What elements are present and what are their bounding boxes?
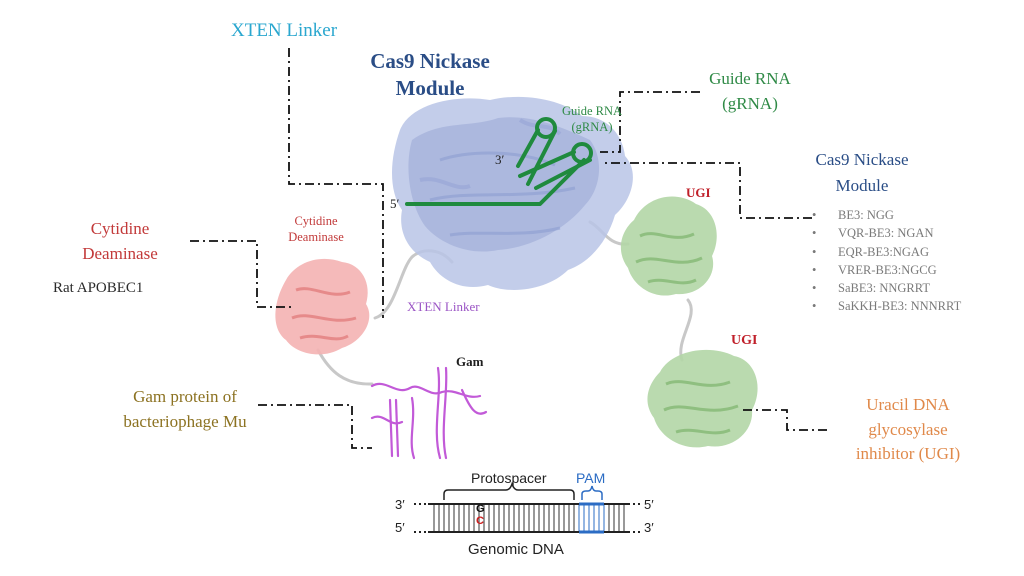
variant-item: • SaKKH-BE3: NNNRRT <box>812 297 961 315</box>
bullet-icon: • <box>812 244 817 259</box>
ugi-label-bottom: UGI <box>731 333 758 348</box>
gam-protein <box>370 366 488 460</box>
dna-top-right-end: 5′ <box>644 497 654 512</box>
cytidine-deaminase-label: Cytidine Deaminase <box>82 219 158 263</box>
gam-protein-label: Gam protein of bacteriophage Mu <box>123 387 247 431</box>
cas9-nickase-title: Cas9 Nickase Module <box>370 49 490 101</box>
protospacer-brace <box>443 481 575 500</box>
guide-rna-strand <box>405 117 593 206</box>
variant-item: • VQR-BE3: NGAN <box>812 224 961 242</box>
variant-text: VRER-BE3:NGCG <box>838 262 937 277</box>
leader-cas9-right <box>604 162 812 219</box>
variant-text: VQR-BE3: NGAN <box>838 226 934 241</box>
variant-item: • BE3: NGG <box>812 206 961 224</box>
leader-udg <box>740 409 827 431</box>
bullet-icon: • <box>812 281 817 296</box>
variant-text: BE3: NGG <box>838 208 894 222</box>
bullet-icon: • <box>812 226 817 241</box>
variant-text: EQR-BE3:NGAG <box>838 244 929 259</box>
dna-bottom-left-end: 5′ <box>395 520 405 535</box>
guide-rna-inline-label: Guide RNA (gRNA) <box>561 104 623 134</box>
variant-item: • SaBE3: NNGRRT <box>812 279 961 297</box>
uracil-dna-glycosylase-inhibitor-label: Uracil DNA glycosylase inhibitor (UGI) <box>855 395 961 464</box>
rat-apobec1-label: Rat APOBEC1 <box>53 280 144 296</box>
genomic-dna-label: Genomic DNA <box>468 541 564 558</box>
leader-cytidine <box>190 240 292 308</box>
bullet-icon: • <box>812 262 817 277</box>
grna-5prime-label: 5′ <box>390 196 400 211</box>
variant-item: • VRER-BE3:NGCG <box>812 261 961 279</box>
cytidine-deaminase-protein <box>275 258 370 355</box>
bullet-icon: • <box>812 208 817 222</box>
dna-base-pairs <box>433 505 625 531</box>
pam-brace <box>581 485 603 500</box>
ugi-protein-top <box>620 196 717 296</box>
target-base-c: C <box>476 515 484 527</box>
base-editor-variant-list: • BE3: NGG • VQR-BE3: NGAN • EQR-BE3:NGAG • VRE… <box>812 206 961 316</box>
leader-gam <box>258 404 372 449</box>
grna-3prime-label: 3′ <box>495 152 505 167</box>
target-base-g: G <box>476 503 485 515</box>
guide-rna-label: Guide RNA (gRNA) <box>709 69 791 113</box>
leader-lines <box>190 48 827 449</box>
variant-text: SaBE3: NNGRRT <box>838 281 930 296</box>
protospacer-label: Protospacer <box>471 470 547 486</box>
xten-linker-inline-label: XTEN Linker <box>407 299 480 314</box>
ugi-protein-bottom <box>647 349 758 448</box>
variant-item: • EQR-BE3:NGAG <box>812 243 961 261</box>
leader-guide-rna <box>600 91 700 153</box>
gam-inline-label: Gam <box>456 354 484 369</box>
pam-label: PAM <box>576 470 606 486</box>
ugi-label-top: UGI <box>686 185 711 200</box>
variant-text: SaKKH-BE3: NNNRRT <box>838 299 962 314</box>
cas9-protein <box>392 96 633 290</box>
cas9-nickase-module-label: Cas9 Nickase Module <box>815 150 909 195</box>
dna-top-left-end: 3′ <box>395 497 405 512</box>
cytidine-deaminase-inline-label: Cytidine Deaminase <box>288 214 344 245</box>
xten-linker-label-top: XTEN Linker <box>231 20 338 41</box>
dna-bottom-right-end: 3′ <box>644 520 654 535</box>
genomic-dna <box>414 481 642 534</box>
bullet-icon: • <box>812 299 817 314</box>
